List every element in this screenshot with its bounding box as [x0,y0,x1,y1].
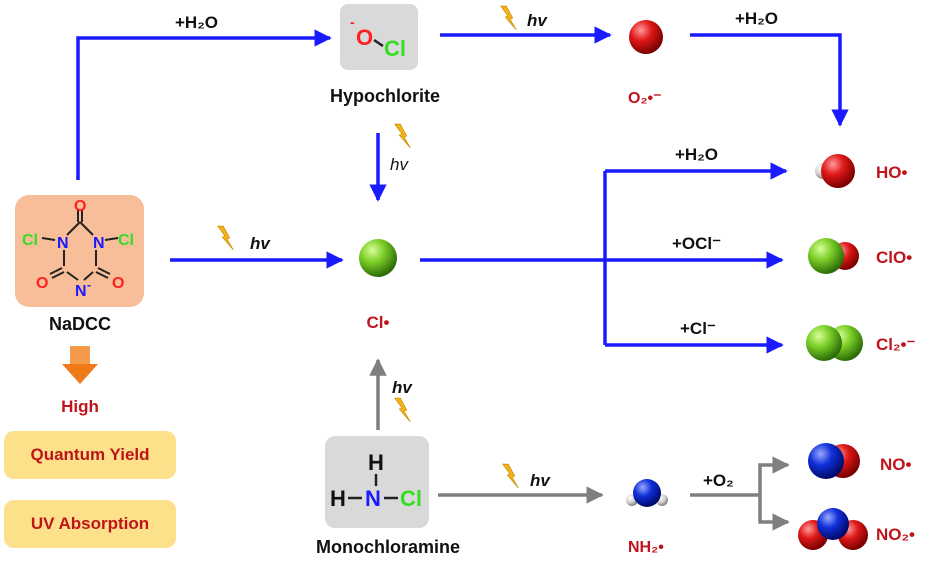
nadcc-o-left: O [36,275,48,292]
no2-radical-label: NO₂• [876,525,915,544]
gray-arrows [369,358,790,531]
hypochlorite-o: O [356,25,373,50]
uv-absorption-badge: UV Absorption [4,500,176,548]
no2-radical-sphere [798,508,868,550]
uv-absorption-label: UV Absorption [30,514,150,533]
clo-radical-label: ClO• [876,248,912,267]
arrow-nadcc-to-hypochlorite [76,29,332,180]
reagent-water-top-right: +H₂O [735,9,778,28]
no-radical-label: NO• [880,455,912,474]
high-label: High [61,397,99,416]
nadcc-label: NaDCC [49,314,111,334]
reagent-cl: +Cl⁻ [680,319,716,338]
no-radical-sphere [808,443,860,479]
mono-h-left: H [330,486,346,511]
cl2-radical-sphere [806,325,863,361]
reagent-water-top-left: +H₂O [175,13,218,32]
hv-label-4: hv [392,378,413,397]
hv-label-1: hv [527,11,548,30]
nadcc-n-bottom: N [75,283,87,300]
reagent-ocl: +OCl⁻ [672,234,721,253]
cl-radical-sphere [359,239,397,277]
blue-arrows [76,26,849,354]
arrow-fork-to-no [758,456,790,495]
ho-radical-sphere [815,154,855,188]
down-arrow-icon [62,346,98,384]
reagent-water-mid: +H₂O [675,145,718,164]
nadcc-n-charge: - [87,278,91,292]
nadcc-n-left: N [57,235,69,252]
hv-label-3: hv [250,234,271,253]
quantum-yield-badge: Quantum Yield [4,431,176,479]
lightning-bolt-icon [394,123,411,149]
cl-radical-label: Cl• [367,313,390,332]
clo-radical-sphere [808,238,859,274]
nadcc-structure: O N N Cl Cl O O N - [15,195,144,307]
mono-h-top: H [368,450,384,475]
lightning-bolt-icon [502,463,519,489]
nadcc-n-right: N [93,235,105,252]
quantum-yield-label: Quantum Yield [30,445,150,464]
cl2-radical-label: Cl₂•⁻ [876,335,916,354]
ho-radical-label: HO• [876,163,908,182]
nadcc-o-top: O [74,198,86,215]
arrow-superoxide-to-ho [690,33,849,127]
hv-label-5: hv [530,471,551,490]
nadcc-o-right: O [112,275,124,292]
nh2-radical-sphere [626,479,668,507]
monochloramine-structure: H H N Cl [325,436,429,528]
hypochlorite-cl: Cl [384,36,406,61]
nadcc-cl-right: Cl [118,232,134,249]
hypochlorite-label: Hypochlorite [330,86,440,106]
hypochlorite-charge: - [350,14,355,30]
superoxide-label: O₂•⁻ [628,90,662,107]
nadcc-cl-left: Cl [22,232,38,249]
hv-label-2: hv [390,155,409,174]
mono-n: N [365,486,381,511]
lightning-bolt-icon [394,397,411,423]
superoxide-sphere [629,20,663,54]
monochloramine-label: Monochloramine [316,537,460,557]
lightning-bolt-icon [500,5,517,31]
mono-cl: Cl [400,486,422,511]
reagent-o2: +O₂ [703,471,734,490]
hypochlorite-structure: - O Cl [340,4,418,70]
nh2-radical-label: NH₂• [628,539,664,556]
lightning-bolt-icon [217,225,234,251]
arrow-fork-to-no2 [758,495,790,531]
